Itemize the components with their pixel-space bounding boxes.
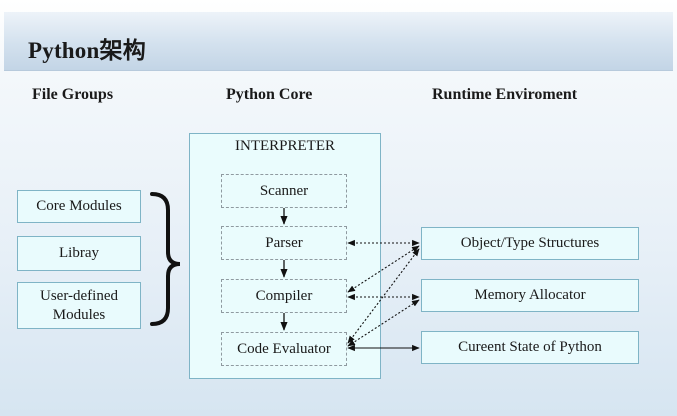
python-core-heading: Python Core [226, 86, 313, 103]
compiler-stage: Compiler [221, 279, 347, 313]
user-defined-modules-box: User-defined Modules [17, 282, 141, 329]
current-state-box: Cureent State of Python [421, 331, 639, 364]
object-type-structures-box: Object/Type Structures [421, 227, 639, 260]
slide-title: Python架构 [28, 38, 146, 63]
core-modules-box: Core Modules [17, 190, 141, 223]
interpreter-label: INTERPRETER [235, 138, 335, 154]
file-groups-heading: File Groups [32, 86, 114, 103]
evaluator-memory-arrow [347, 299, 420, 347]
evaluator-object-arrow [347, 248, 420, 344]
scanner-stage: Scanner [221, 174, 347, 208]
libray-box: Libray [17, 236, 141, 271]
parser-stage: Parser [221, 226, 347, 260]
runtime-heading: Runtime Enviroment [432, 86, 578, 103]
title-bar: Python架构 [4, 12, 673, 71]
memory-allocator-box: Memory Allocator [421, 279, 639, 312]
grouping-brace [150, 192, 181, 326]
code-evaluator-stage: Code Evaluator [221, 332, 347, 366]
compiler-object-arrow [347, 245, 420, 293]
